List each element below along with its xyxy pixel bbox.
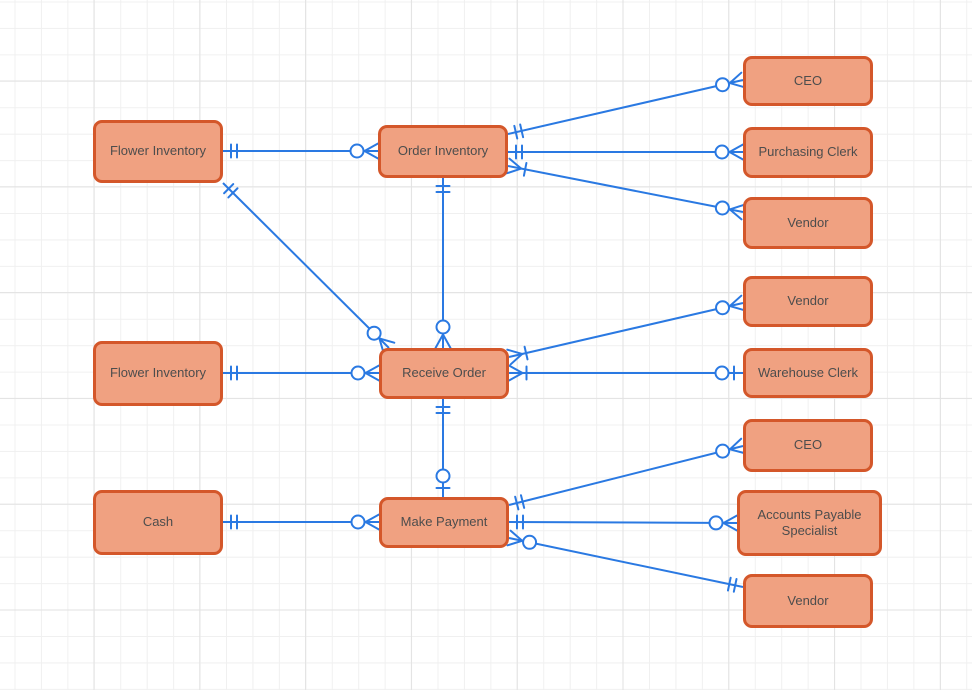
- node-warehouse-clerk[interactable]: Warehouse Clerk: [743, 348, 873, 398]
- node-make-payment[interactable]: Make Payment: [379, 497, 509, 548]
- edge-receive-order-make-payment[interactable]: [435, 399, 451, 497]
- node-label: Vendor: [787, 214, 829, 230]
- node-label: Flower Inventory: [109, 365, 207, 381]
- edge-receive-order-warehouse-clerk[interactable]: [508, 364, 743, 382]
- edge-make-payment-accounts-payable-specialist[interactable]: [508, 514, 739, 532]
- node-ceo-1[interactable]: CEO: [743, 56, 873, 106]
- node-label: Cash: [142, 514, 174, 530]
- edge-receive-order-vendor-2[interactable]: [506, 294, 746, 366]
- node-vendor-2[interactable]: Vendor: [743, 276, 873, 327]
- node-flower-inventory-2[interactable]: Flower Inventory: [93, 341, 223, 406]
- edge-flower-inventory-1-order-inventory[interactable]: [223, 142, 379, 160]
- node-label: CEO: [793, 72, 823, 88]
- edge-order-inventory-ceo-1[interactable]: [507, 71, 746, 140]
- node-vendor-1[interactable]: Vendor: [743, 197, 873, 249]
- node-accounts-payable-specialist[interactable]: Accounts Payable Specialist: [737, 490, 882, 556]
- edge-order-inventory-receive-order[interactable]: [434, 178, 452, 349]
- node-order-inventory[interactable]: Order Inventory: [378, 125, 508, 178]
- node-flower-inventory-1[interactable]: Flower Inventory: [93, 120, 223, 183]
- node-label: CEO: [793, 437, 823, 453]
- node-label: Warehouse Clerk: [758, 364, 858, 380]
- node-label: Flower Inventory: [109, 143, 207, 159]
- edge-make-payment-ceo-2[interactable]: [508, 437, 746, 511]
- node-label: Accounts Payable Specialist: [757, 506, 862, 538]
- node-label: Receive Order: [402, 365, 486, 381]
- node-receive-order[interactable]: Receive Order: [379, 348, 509, 399]
- node-label: Vendor: [787, 592, 829, 608]
- edge-order-inventory-purchasing-clerk[interactable]: [508, 143, 744, 161]
- node-purchasing-clerk[interactable]: Purchasing Clerk: [743, 127, 873, 178]
- edge-flower-inventory-2-receive-order[interactable]: [223, 364, 380, 382]
- edge-order-inventory-vendor-1[interactable]: [505, 157, 746, 221]
- node-cash[interactable]: Cash: [93, 490, 223, 555]
- edge-cash-make-payment[interactable]: [223, 513, 380, 531]
- node-label: Make Payment: [400, 514, 488, 530]
- node-label: Vendor: [787, 293, 829, 309]
- edge-flower-inventory-1-receive-order[interactable]: [222, 182, 396, 355]
- node-vendor-3[interactable]: Vendor: [743, 574, 873, 628]
- edge-make-payment-vendor-3[interactable]: [506, 529, 744, 593]
- node-label: Purchasing Clerk: [758, 144, 858, 160]
- node-ceo-2[interactable]: CEO: [743, 419, 873, 472]
- node-label: Order Inventory: [397, 143, 489, 159]
